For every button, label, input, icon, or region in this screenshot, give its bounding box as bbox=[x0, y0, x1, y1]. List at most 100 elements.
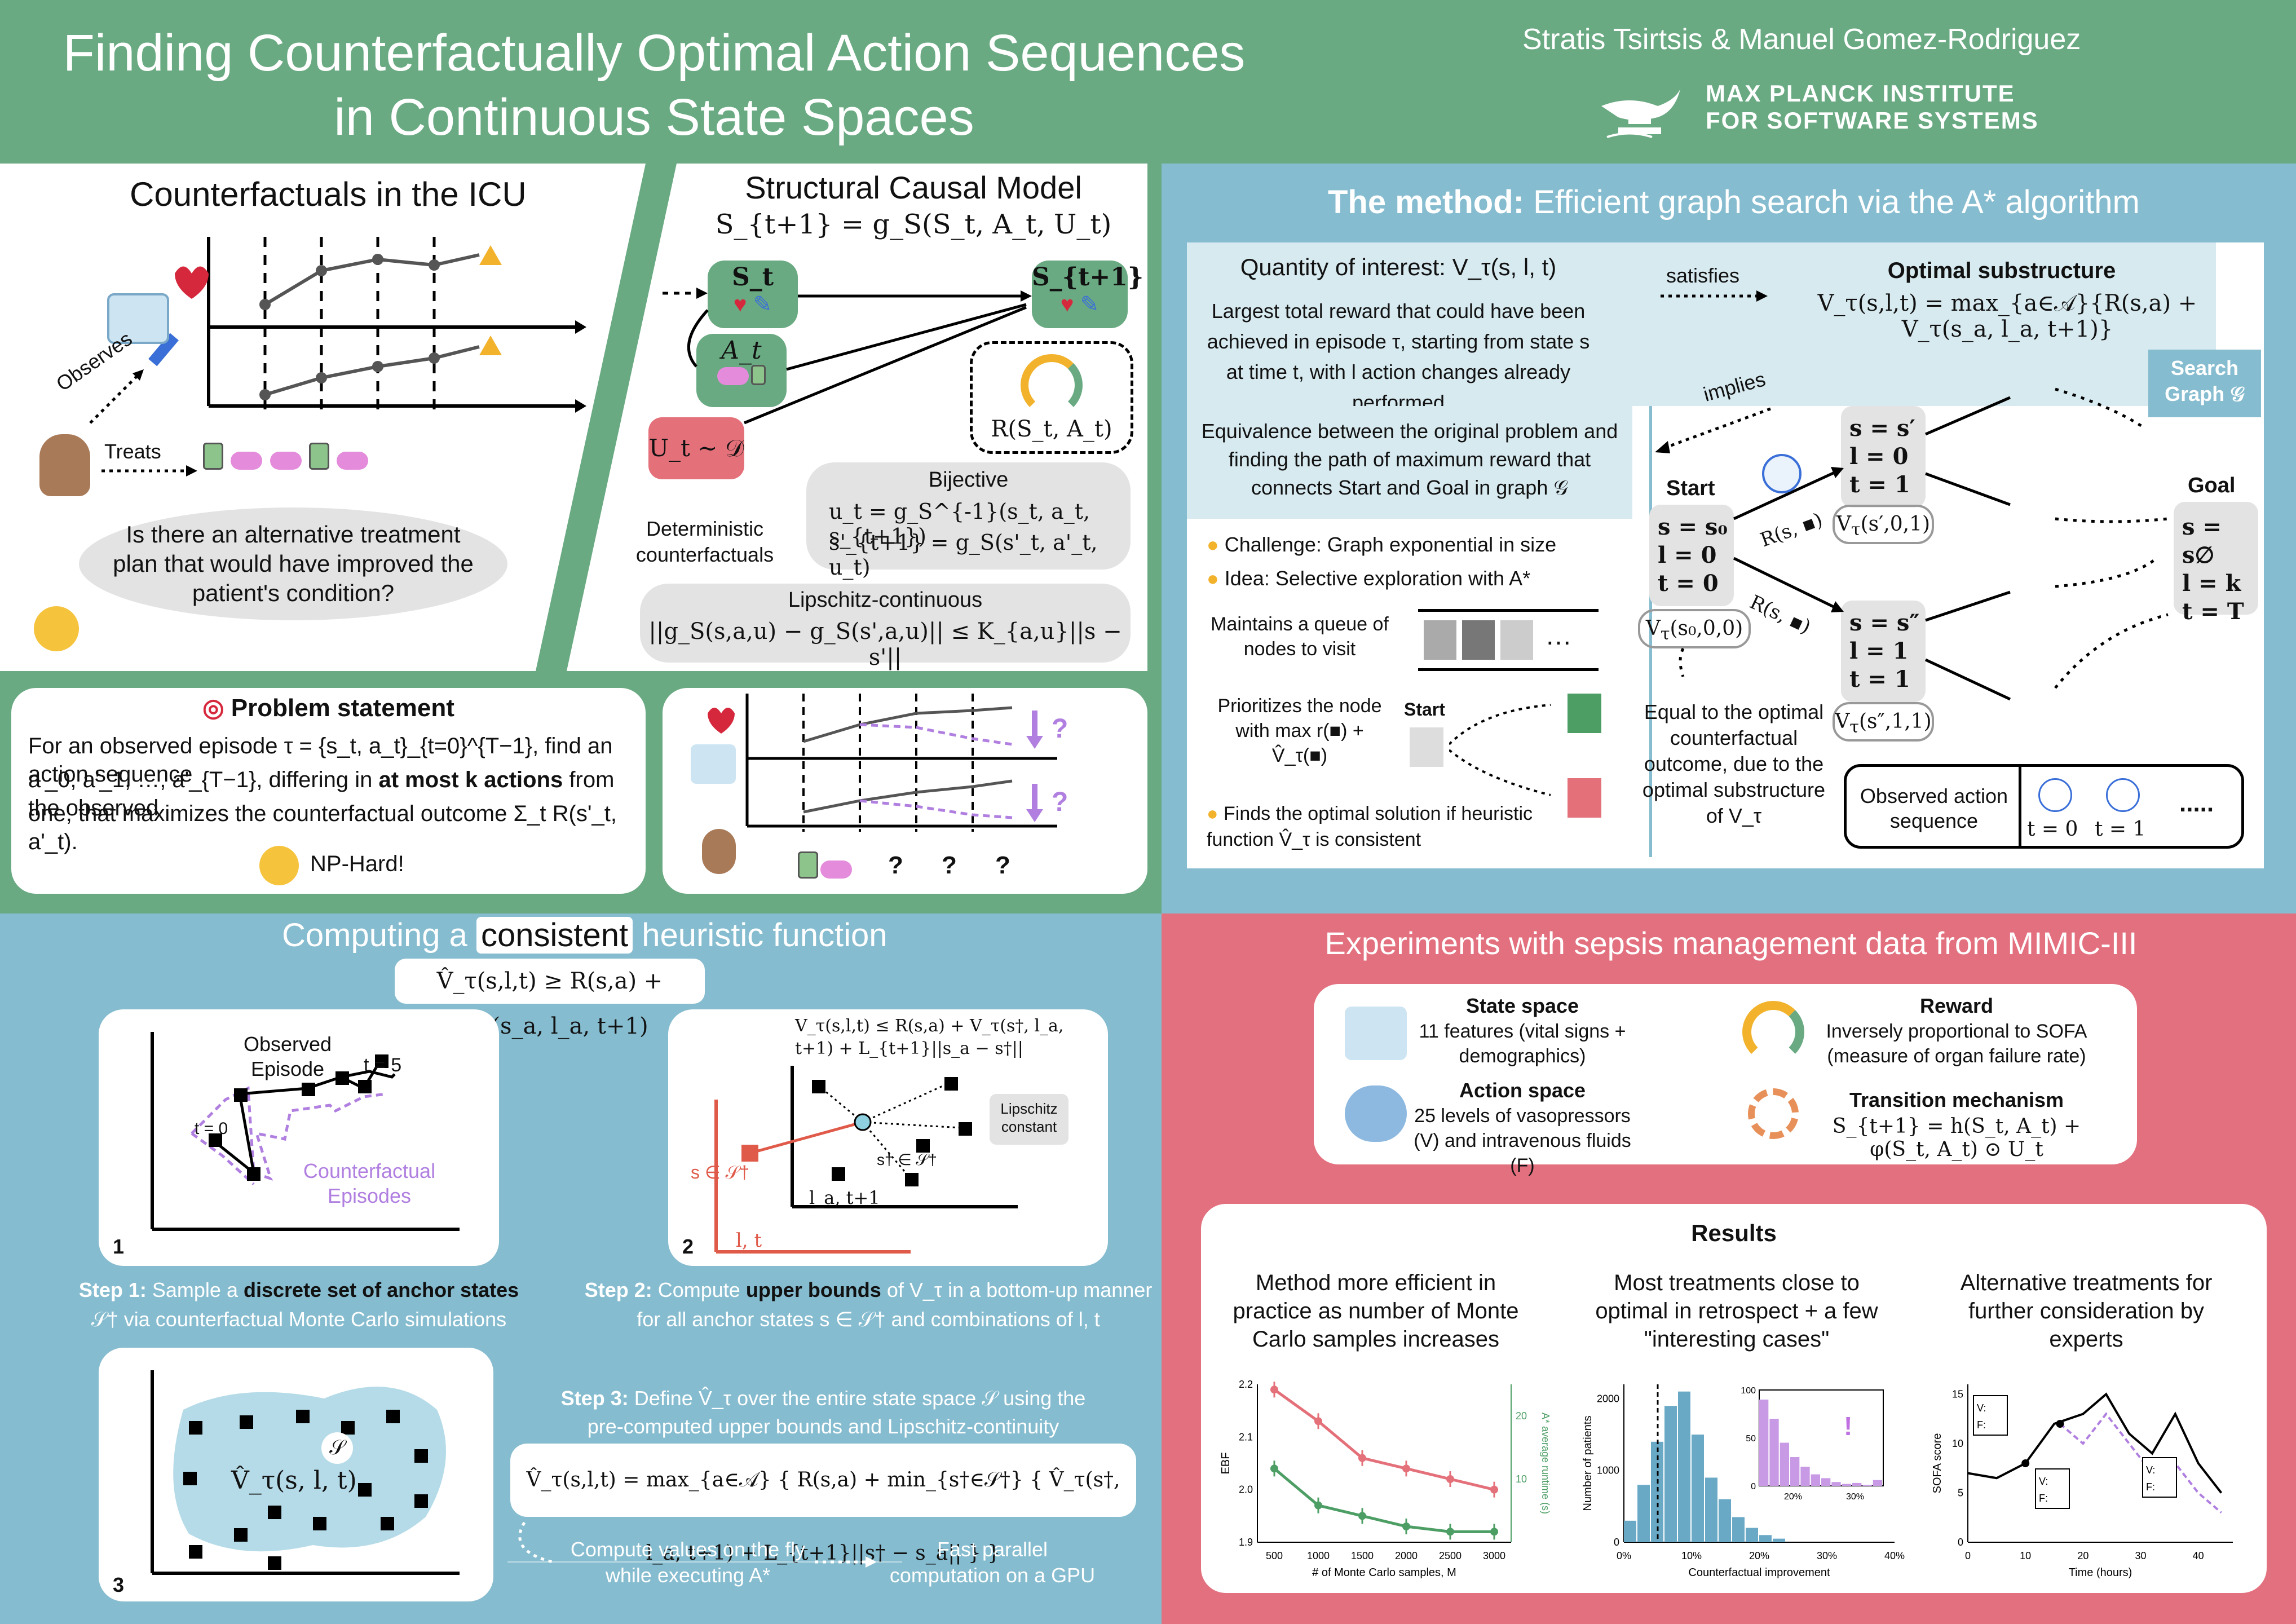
y-tick-label: 5 bbox=[1958, 1488, 1963, 1499]
inset-bar bbox=[1862, 1485, 1872, 1486]
decision-point bbox=[2056, 1420, 2064, 1428]
treatment-sequence-icons bbox=[203, 443, 485, 473]
y2-tick-label: 10 bbox=[1516, 1473, 1527, 1485]
step3-caption: Step 3: Define V̂_τ over the entire stat… bbox=[560, 1387, 1086, 1438]
icu-timeline-chart bbox=[148, 237, 586, 413]
lipschitz-const-label: Lipschitz constant bbox=[990, 1094, 1068, 1145]
series-line bbox=[1273, 1467, 1494, 1533]
inset-bar bbox=[1769, 1419, 1779, 1486]
step1-number: 1 bbox=[113, 1235, 125, 1258]
node-st-label: S_t bbox=[731, 263, 774, 292]
authors: Stratis Tsirtsis & Manuel Gomez-Rodrigue… bbox=[1522, 23, 2081, 56]
action-space-desc: 25 levels of vasopressors (V) and intrav… bbox=[1414, 1105, 1631, 1176]
x-tick-label: 20 bbox=[2077, 1550, 2089, 1561]
step2-caption: Step 2: Compute upper bounds of V_τ in a… bbox=[584, 1278, 1153, 1331]
x-tick-label: 30% bbox=[1817, 1550, 1837, 1561]
node-s-prime-value: Vτ(s′,0,1) bbox=[1833, 505, 1934, 544]
red-node bbox=[1568, 778, 1601, 818]
icu-question: Is there an alternative treatment plan t… bbox=[113, 521, 474, 606]
histogram-bar bbox=[1732, 1517, 1745, 1542]
qoi-title: Quantity of interest: V_τ(s, l, t) bbox=[1240, 254, 1557, 280]
problem-text3: one, that maximizes the counterfactual o… bbox=[28, 801, 617, 854]
histogram-bar bbox=[1705, 1477, 1717, 1542]
unknown-action-2: ? bbox=[942, 851, 957, 879]
problem-text2: a'_0, a'_1, …, a'_{T−1}, differing in at… bbox=[28, 767, 615, 820]
y2-tick-label: 20 bbox=[1516, 1410, 1527, 1422]
reward-box: R(S_t, A_t) bbox=[970, 341, 1133, 454]
t1-label: t = 1 bbox=[2095, 818, 2146, 841]
thinking-face-icon bbox=[34, 606, 79, 651]
inset-bar bbox=[1852, 1482, 1862, 1486]
icu-title: Counterfactuals in the ICU bbox=[130, 175, 527, 213]
lat-label: l_a, t+1 bbox=[809, 1187, 880, 1208]
method-title: The method: Efficient graph search via t… bbox=[1328, 184, 2140, 220]
t0-label: t = 0 bbox=[195, 1119, 228, 1138]
series-line bbox=[1967, 1392, 2223, 1494]
problem-title: ◎ Problem statement bbox=[202, 694, 454, 722]
y-tick-label: 2000 bbox=[1597, 1393, 1619, 1404]
inset-bar bbox=[1800, 1467, 1810, 1486]
equivalence-text: Equivalence between the original problem… bbox=[1201, 420, 1618, 499]
start-mini-node bbox=[1410, 727, 1443, 767]
unknown-action-3: ? bbox=[995, 851, 1010, 879]
x-axis-label: # of Monte Carlo samples, M bbox=[1312, 1566, 1456, 1579]
y-tick-label: 1.9 bbox=[1239, 1537, 1253, 1548]
x-tick-label: 10 bbox=[2020, 1550, 2031, 1561]
step2-panel: V_τ(s,l,t) ≤ R(s,a) + V_τ(s†, l_a, t+1) … bbox=[668, 1009, 1108, 1266]
result3-text: Alternative treatments for further consi… bbox=[1960, 1270, 2213, 1352]
challenge-text: ● Challenge: Graph exponential in size bbox=[1207, 533, 1557, 556]
bijective-label: Bijective bbox=[928, 468, 1009, 492]
inset-y-tick: 0 bbox=[1751, 1482, 1756, 1491]
lipschitz-label: Lipschitz-continuous bbox=[788, 588, 983, 612]
node-s-dprime-value: Vτ(s″,1,1) bbox=[1833, 702, 1934, 742]
gear-icon bbox=[1748, 1088, 1799, 1139]
inset-bar bbox=[1831, 1482, 1841, 1486]
badge-label: F: bbox=[1977, 1419, 1986, 1431]
equal-text: Equal to the optimal counterfactual outc… bbox=[1642, 700, 1826, 827]
lamp-logo-icon bbox=[1596, 83, 1686, 145]
capsule-icon bbox=[1345, 1085, 1407, 1142]
x-tick-label: 1500 bbox=[1351, 1550, 1374, 1561]
reward-label: R(S_t, A_t) bbox=[991, 416, 1112, 442]
state-s-marker bbox=[741, 1145, 758, 1162]
header-banner: Finding Counterfactually Optimal Action … bbox=[0, 0, 2296, 164]
equivalence-box bbox=[1187, 406, 1632, 519]
x-axis-label: Time (hours) bbox=[2069, 1566, 2132, 1579]
search-graph-tab: Search Graph 𝒢 bbox=[2148, 350, 2261, 417]
y-tick-label: 2.2 bbox=[1239, 1379, 1253, 1390]
badge-label: F: bbox=[2146, 1481, 2155, 1493]
cf-ep-label: Counterfactual Episodes bbox=[303, 1159, 436, 1207]
y-tick-label: 0 bbox=[1614, 1537, 1619, 1548]
results-title: Results bbox=[1691, 1220, 1777, 1246]
x-tick-label: 20% bbox=[1749, 1550, 1769, 1561]
node-st1: S_{t+1}♥ ✎ bbox=[1032, 261, 1143, 328]
vhat-label: V̂_τ(s, l, t) bbox=[231, 1466, 357, 1495]
np-hard-label: NP-Hard! bbox=[310, 851, 404, 876]
badge-label: F: bbox=[2039, 1493, 2048, 1504]
institute-line1: MAX PLANCK INSTITUTE bbox=[1706, 80, 2015, 107]
poster-title-line2: in Continuous State Spaces bbox=[334, 89, 974, 146]
prioritize-text: Prioritizes the node with max r(■) + V̂_… bbox=[1217, 695, 1382, 766]
action-badge bbox=[1973, 1395, 2008, 1436]
qoi-desc: Largest total reward that could have bee… bbox=[1207, 299, 1590, 414]
inset-bar bbox=[1780, 1442, 1789, 1486]
x-tick-label: 40% bbox=[1884, 1550, 1905, 1561]
pill-icon bbox=[820, 860, 853, 879]
t5-label: t = 5 bbox=[364, 1054, 402, 1076]
start-value: Vτ(s₀,0,0) bbox=[1638, 609, 1751, 648]
action-space-title: Action space bbox=[1459, 1079, 1586, 1102]
step3-eq: V̂_τ(s,l,t) = max_{a∈𝒜} { R(s,a) + min_{… bbox=[510, 1444, 1136, 1565]
badge-label: V: bbox=[2039, 1476, 2048, 1487]
chart-cf-improvement: 0%10%20%30%40%01000200020%30%050100!Coun… bbox=[1582, 1384, 1905, 1579]
observed-ep-label: Observed Episode bbox=[243, 1032, 332, 1080]
fluid-bottle-icon bbox=[309, 443, 330, 470]
state-space-label: 𝒮 bbox=[321, 1432, 353, 1464]
histogram-bar bbox=[1692, 1435, 1704, 1542]
y-tick-label: 2.1 bbox=[1239, 1431, 1253, 1442]
action-badge bbox=[2035, 1468, 2070, 1509]
setup-panel: State space 11 features (vital signs + d… bbox=[1314, 984, 2137, 1176]
y2-axis-label: A* average runtime (s) bbox=[1540, 1413, 1551, 1514]
